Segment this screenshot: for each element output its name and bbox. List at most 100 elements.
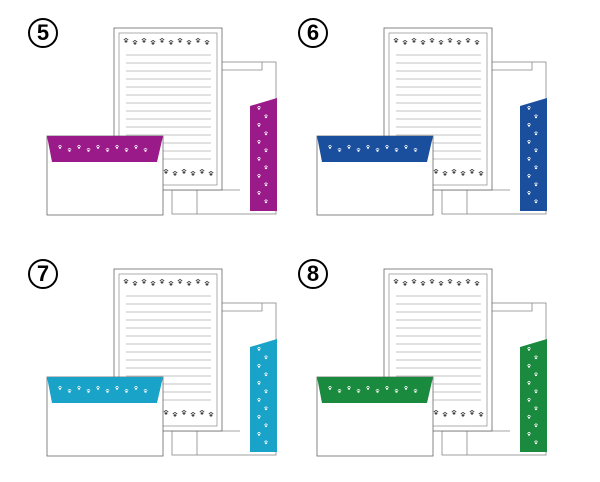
paw-print-icon bbox=[385, 144, 389, 149]
paw-print-icon bbox=[58, 385, 62, 390]
envelope-liner bbox=[520, 339, 547, 452]
paw-print-icon bbox=[264, 355, 268, 360]
paw-print-icon bbox=[469, 169, 475, 174]
paw-print-icon bbox=[190, 171, 196, 176]
letter-inner-border bbox=[118, 32, 218, 186]
paw-print-icon bbox=[356, 388, 361, 393]
paw-print-icon bbox=[134, 385, 138, 390]
paw-print-icon bbox=[96, 144, 100, 149]
paw-print-icon bbox=[150, 281, 156, 286]
paw-print-icon bbox=[402, 40, 408, 45]
paw-print-icon bbox=[393, 279, 399, 284]
paw-print-icon bbox=[123, 38, 129, 43]
paw-print-icon bbox=[442, 412, 448, 417]
set-number-badge: 5 bbox=[28, 18, 58, 48]
paw-print-icon bbox=[123, 279, 129, 284]
paw-print-icon bbox=[456, 40, 462, 45]
stationery-illustration bbox=[316, 268, 547, 457]
paw-print-icon bbox=[394, 147, 399, 152]
paw-print-icon bbox=[375, 388, 380, 393]
paw-print-icon bbox=[77, 144, 81, 149]
paw-print-icon bbox=[257, 364, 261, 368]
paw-print-icon bbox=[257, 191, 261, 195]
paw-print-icon bbox=[199, 169, 205, 174]
paw-print-icon bbox=[402, 281, 408, 286]
paw-print-icon bbox=[264, 440, 268, 445]
paw-print-icon bbox=[411, 279, 417, 284]
paw-print-icon bbox=[186, 40, 192, 45]
paw-print-icon bbox=[177, 38, 183, 43]
paw-print-icon bbox=[534, 372, 538, 377]
paw-print-icon bbox=[527, 432, 531, 436]
paw-print-icon bbox=[195, 38, 201, 43]
paw-print-icon bbox=[204, 40, 210, 45]
paw-print-icon bbox=[67, 388, 72, 393]
paw-print-icon bbox=[385, 385, 389, 390]
paw-print-icon bbox=[163, 169, 169, 174]
paw-print-icon bbox=[442, 171, 448, 176]
paw-print-icon bbox=[168, 281, 174, 286]
paw-print-icon bbox=[264, 423, 268, 428]
paw-print-icon bbox=[105, 388, 110, 393]
paw-print-icon bbox=[115, 144, 119, 149]
paw-print-icon bbox=[132, 40, 138, 45]
paw-print-icon bbox=[257, 157, 261, 161]
paw-print-icon bbox=[181, 410, 187, 415]
paw-print-icon bbox=[328, 144, 332, 149]
paw-print-icon bbox=[163, 410, 169, 415]
envelope-liner bbox=[520, 98, 547, 211]
paw-print-icon bbox=[77, 385, 81, 390]
paw-print-icon bbox=[534, 114, 538, 119]
paw-print-icon bbox=[172, 412, 178, 417]
stationery-set-6: 6 bbox=[270, 0, 570, 241]
stationery-set-8: 8 bbox=[270, 241, 570, 482]
paw-print-icon bbox=[478, 171, 484, 176]
stationery-set-7: 7 bbox=[0, 241, 300, 482]
paw-print-icon bbox=[447, 38, 453, 43]
paw-print-icon bbox=[447, 279, 453, 284]
paw-print-icon bbox=[177, 279, 183, 284]
paw-print-icon bbox=[534, 389, 538, 394]
paw-print-icon bbox=[328, 385, 332, 390]
paw-print-icon bbox=[257, 140, 261, 144]
paw-print-icon bbox=[115, 385, 119, 390]
paw-print-icon bbox=[413, 388, 418, 393]
paw-print-icon bbox=[420, 281, 426, 286]
paw-print-icon bbox=[527, 140, 531, 144]
paw-print-icon bbox=[105, 147, 110, 152]
paw-print-icon bbox=[534, 440, 538, 445]
paw-print-icon bbox=[257, 106, 261, 110]
paw-print-icon bbox=[527, 398, 531, 402]
paw-print-icon bbox=[190, 412, 196, 417]
paw-print-icon bbox=[451, 410, 457, 415]
set-number-badge: 6 bbox=[298, 18, 328, 48]
paw-print-icon bbox=[429, 38, 435, 43]
letter-inner-border bbox=[118, 273, 218, 427]
paw-print-icon bbox=[257, 432, 261, 436]
paw-print-icon bbox=[347, 144, 351, 149]
paw-print-icon bbox=[474, 281, 480, 286]
paw-print-icon bbox=[124, 147, 129, 152]
paw-print-icon bbox=[204, 281, 210, 286]
paw-print-icon bbox=[124, 388, 129, 393]
paw-print-icon bbox=[460, 412, 466, 417]
paw-print-icon bbox=[96, 385, 100, 390]
set-number-badge: 7 bbox=[28, 259, 58, 289]
paw-print-icon bbox=[433, 410, 439, 415]
paw-print-icon bbox=[257, 398, 261, 402]
paw-print-icon bbox=[186, 281, 192, 286]
paw-print-icon bbox=[460, 171, 466, 176]
stationery-illustration bbox=[46, 268, 277, 457]
set-number-badge: 8 bbox=[298, 259, 328, 289]
paw-print-icon bbox=[264, 199, 268, 204]
paw-print-icon bbox=[429, 279, 435, 284]
paw-print-icon bbox=[159, 38, 165, 43]
stationery-illustration bbox=[316, 27, 547, 216]
paw-print-icon bbox=[534, 355, 538, 360]
paw-print-icon bbox=[393, 38, 399, 43]
paw-print-icon bbox=[366, 144, 370, 149]
paw-print-icon bbox=[469, 410, 475, 415]
paw-print-icon bbox=[420, 40, 426, 45]
paw-print-icon bbox=[404, 385, 408, 390]
paw-print-icon bbox=[199, 410, 205, 415]
